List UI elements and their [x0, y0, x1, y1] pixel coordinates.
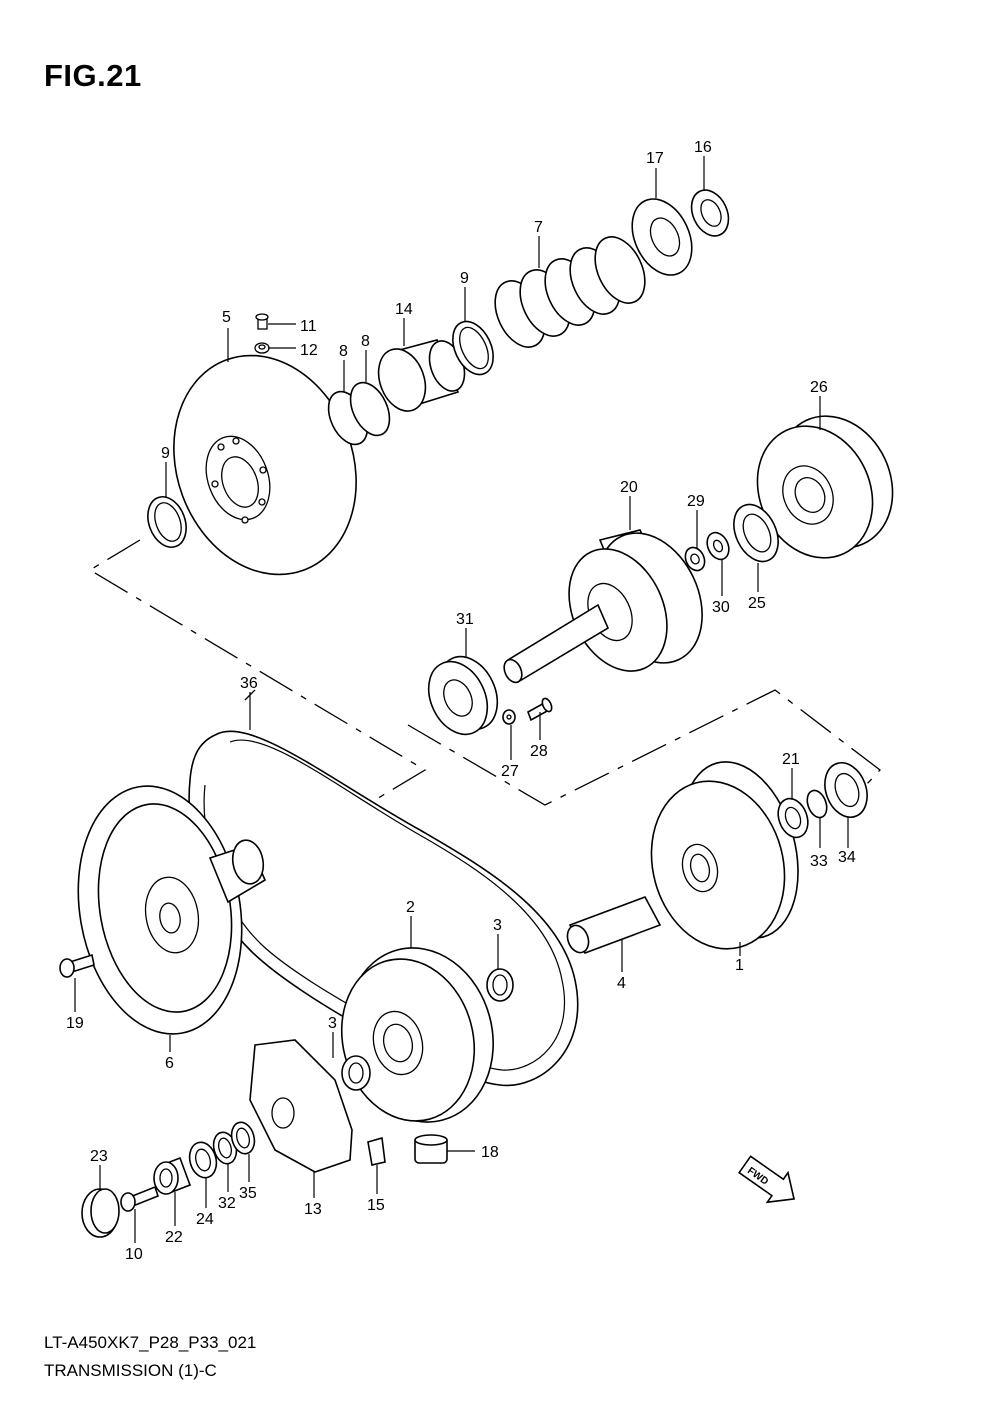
callout-33: 35 — [239, 1185, 257, 1202]
callout-5: 6 — [165, 1055, 174, 1072]
part-21-bushing — [777, 797, 809, 839]
leader-lines — [74, 156, 849, 1243]
callout-32: 33 — [810, 853, 828, 870]
callout-29: 30 — [712, 599, 730, 616]
part-17-roller — [414, 1134, 448, 1164]
part-12-ramp-plate — [249, 1039, 353, 1173]
callout-25: 26 — [810, 379, 828, 396]
callout-3-lower: 3 — [328, 1015, 337, 1032]
callout-24: 25 — [748, 595, 766, 612]
part-3-slide-piece-lower — [341, 1055, 371, 1091]
callout-labels: 5 11 12 8 8 14 9 7 17 16 9 26 20 29 30 2… — [66, 139, 856, 1263]
callout-26: 27 — [501, 763, 519, 780]
callout-27: 28 — [530, 743, 548, 760]
model-code: LT-A450XK7_P28_P33_021 — [44, 1333, 257, 1352]
callout-6: 5 — [222, 309, 231, 326]
part-11-roller — [254, 342, 270, 354]
part-2-movable-face — [340, 947, 494, 1123]
part-29-washer — [706, 531, 730, 561]
part-5-driven-face — [77, 785, 267, 1035]
callout-31: 24 — [196, 1211, 214, 1228]
part-32-o-ring — [806, 789, 828, 819]
part-1-fixed-drive-face — [650, 761, 799, 950]
part-16-spring-seat — [631, 198, 693, 276]
callout-15: 16 — [694, 139, 712, 156]
callout-21: 21 — [782, 751, 800, 768]
section-title: TRANSMISSION (1)-C — [44, 1361, 217, 1380]
part-30-bearing — [427, 655, 499, 736]
part-35-ring — [212, 1131, 238, 1165]
callout-18: 10 — [125, 1246, 143, 1263]
callout-3-upper: 3 — [493, 917, 502, 934]
part-9-seal-left — [147, 496, 187, 548]
callout-4: 4 — [617, 975, 626, 992]
callout-16: 17 — [646, 150, 664, 167]
part-34-oil-seal — [824, 762, 868, 818]
forward-arrow-icon: FWD — [738, 1155, 796, 1204]
callout-11: 12 — [300, 342, 318, 359]
callout-19: 19 — [66, 1015, 84, 1032]
callout-28: 29 — [687, 493, 705, 510]
callout-22: 22 — [165, 1229, 183, 1246]
callout-17: 18 — [481, 1144, 499, 1161]
callout-9-left: 9 — [161, 445, 170, 462]
callout-20: 20 — [620, 479, 638, 496]
part-3-slide-piece-upper — [486, 968, 514, 1002]
callout-13: 14 — [395, 301, 413, 318]
callout-7: 7 — [534, 219, 543, 236]
part-27-screw — [527, 697, 553, 722]
part-6-drive-face — [173, 354, 357, 576]
part-19-bolt — [59, 953, 95, 978]
part-10-pin — [255, 313, 269, 330]
callout-9-upper: 9 — [460, 270, 469, 287]
callout-30: 31 — [456, 611, 474, 628]
part-20-clutch-housing — [503, 529, 703, 684]
part-7-spring — [494, 236, 646, 348]
callout-8-a: 8 — [339, 343, 348, 360]
part-18-bolt — [120, 1185, 159, 1212]
callout-34: 34 — [838, 849, 856, 866]
callout-1: 1 — [735, 957, 744, 974]
part-33-ring — [230, 1121, 256, 1155]
callout-2: 2 — [406, 899, 415, 916]
part-26-washer — [502, 709, 516, 725]
part-24-needle-bearing — [733, 503, 779, 563]
part-23-cap — [81, 1188, 120, 1238]
callout-14: 15 — [367, 1197, 385, 1214]
callout-8-b: 8 — [361, 333, 370, 350]
callout-35: 32 — [218, 1195, 236, 1212]
part-9-seal-upper — [452, 320, 494, 376]
callout-36: 36 — [240, 675, 258, 692]
part-28-nut — [684, 546, 706, 572]
part-25-clutch — [756, 415, 894, 559]
callout-23: 23 — [90, 1148, 108, 1165]
callout-10: 11 — [300, 318, 317, 335]
part-31-ring — [188, 1141, 218, 1179]
part-4-spacer — [566, 896, 662, 954]
part-22-bushing — [153, 1156, 192, 1195]
part-8-o-rings — [327, 381, 391, 446]
callout-12: 13 — [304, 1201, 322, 1218]
figure-title: FIG.21 — [44, 58, 142, 93]
part-15-nut — [690, 189, 730, 237]
part-14-guide — [367, 1136, 386, 1166]
